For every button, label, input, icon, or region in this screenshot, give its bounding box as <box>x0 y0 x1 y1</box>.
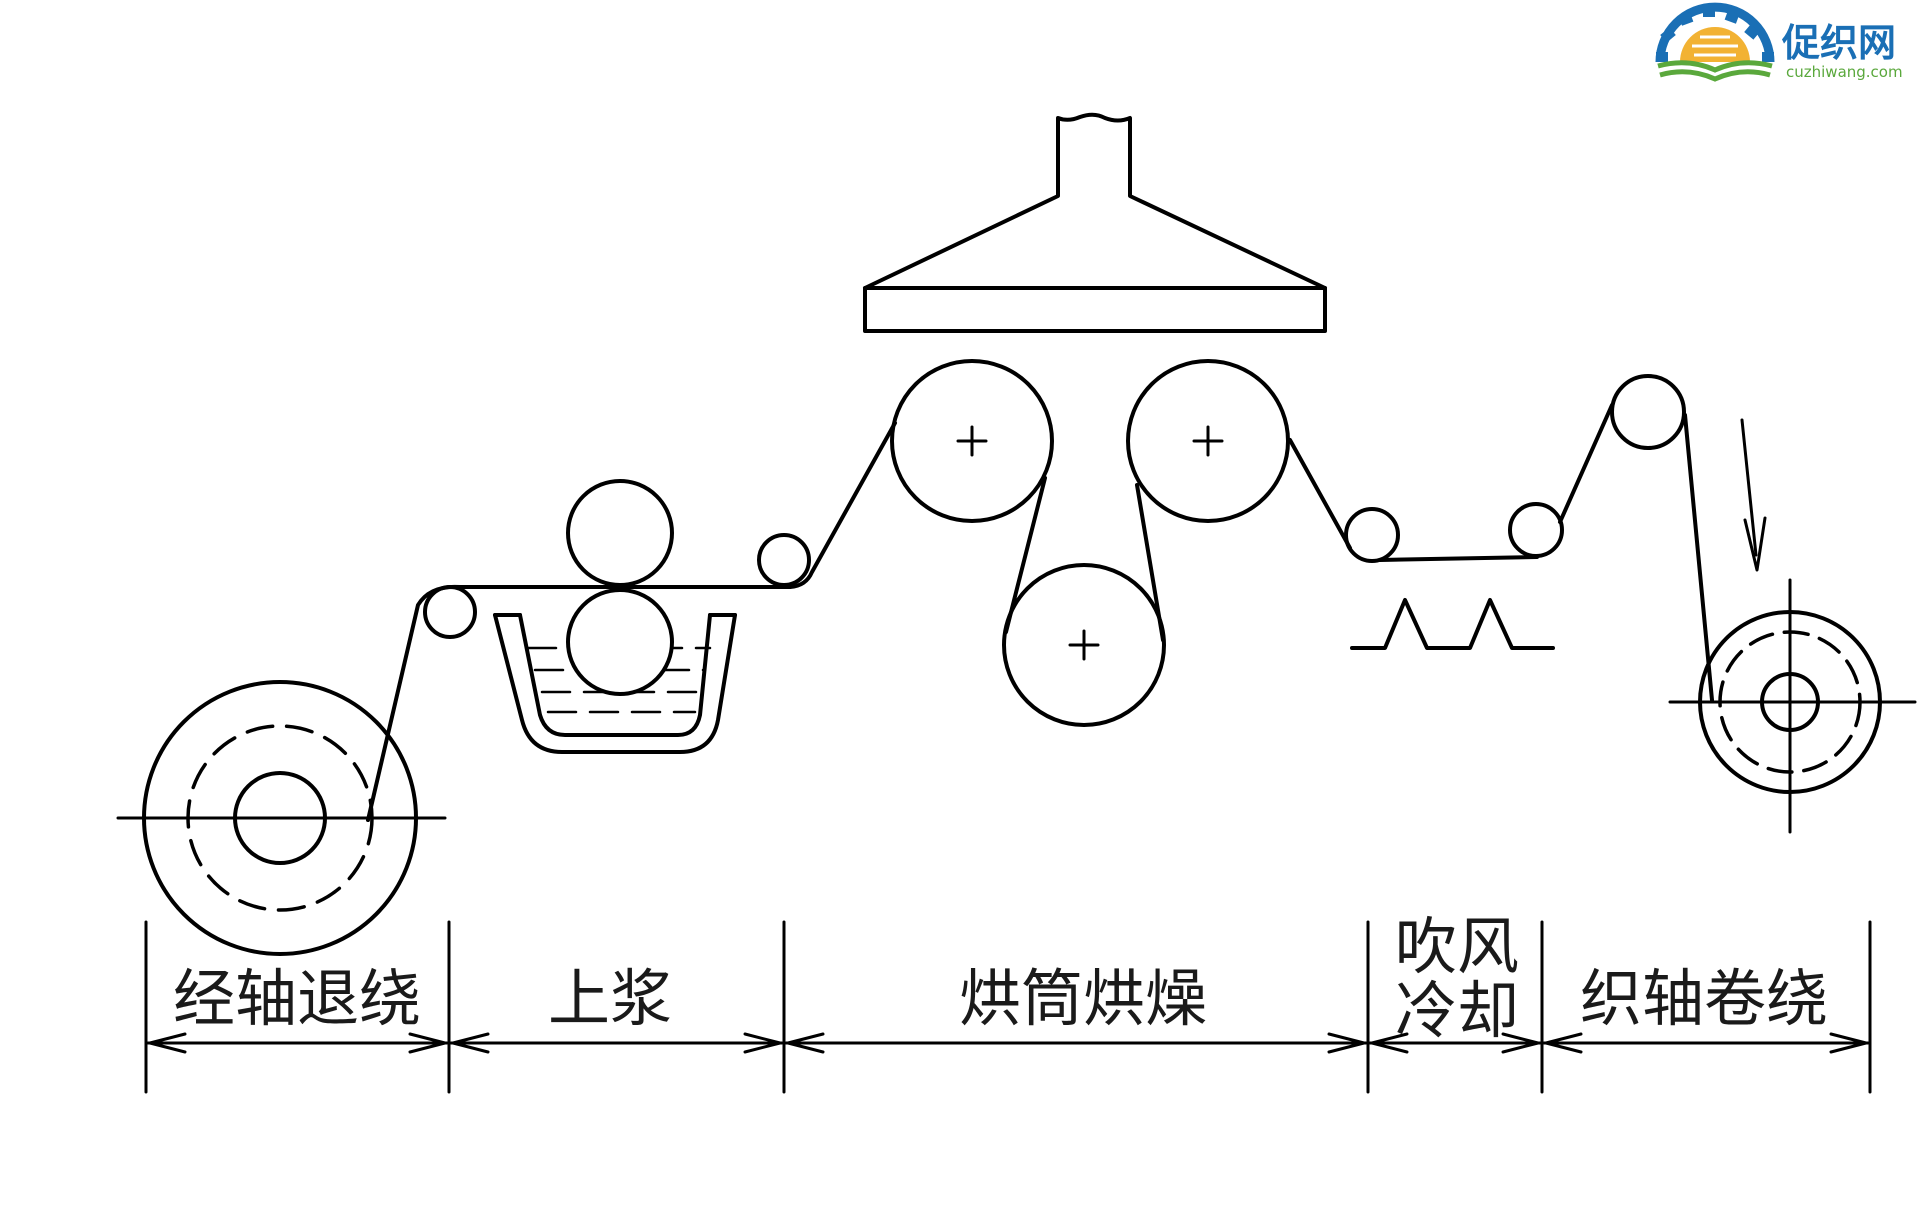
stage-labels: 经轴退绕 上浆 烘筒烘燥 吹风 冷却 织轴卷绕 <box>173 910 1828 1047</box>
logo-name: 促织网 <box>1781 21 1896 65</box>
squeeze-roller <box>566 479 674 587</box>
stage-label-air-cooling-line2: 冷却 <box>1395 974 1519 1047</box>
yarn-path-dryer <box>1004 438 1352 642</box>
wheat-icon <box>1680 27 1750 62</box>
rotation-direction-arrow <box>1740 418 1767 572</box>
guide-roller-3 <box>1610 374 1686 450</box>
stage-label-beam-winding: 织轴卷绕 <box>1580 962 1828 1035</box>
guide-roller-1 <box>423 585 477 639</box>
cooling-roller-2 <box>1508 502 1564 558</box>
stage-label-air-cooling-line1: 吹风 <box>1395 910 1519 983</box>
stage-dividers <box>144 920 1872 1094</box>
warp-beam <box>116 680 447 956</box>
immersion-roller <box>566 588 674 696</box>
drying-cylinder-2 <box>1126 359 1290 523</box>
yarn-path-unwind <box>366 584 792 822</box>
yarn-path-cooling <box>1378 555 1539 562</box>
site-logo: 促织网 cuzhiwang.com <box>1655 2 1903 82</box>
air-blower-nozzles <box>1350 598 1555 650</box>
cooling-roller-1 <box>1344 507 1400 563</box>
stage-label-warp-unwinding: 经轴退绕 <box>173 962 421 1035</box>
yarn-path-to-dryer <box>788 421 897 589</box>
stage-dimension-arrows <box>146 1032 1870 1054</box>
gear-icon <box>1655 2 1775 63</box>
guide-roller-2 <box>757 533 811 587</box>
weavers-beam <box>1668 578 1917 834</box>
exhaust-hood <box>863 112 1327 333</box>
drying-cylinder-3 <box>1002 563 1166 727</box>
logo-url: cuzhiwang.com <box>1786 63 1903 81</box>
stage-label-cylinder-drying: 烘筒烘燥 <box>959 962 1207 1035</box>
stage-label-sizing: 上浆 <box>548 962 672 1035</box>
drying-cylinder-1 <box>890 359 1054 523</box>
yarn-path-winding <box>1558 403 1714 702</box>
book-icon <box>1657 60 1773 82</box>
